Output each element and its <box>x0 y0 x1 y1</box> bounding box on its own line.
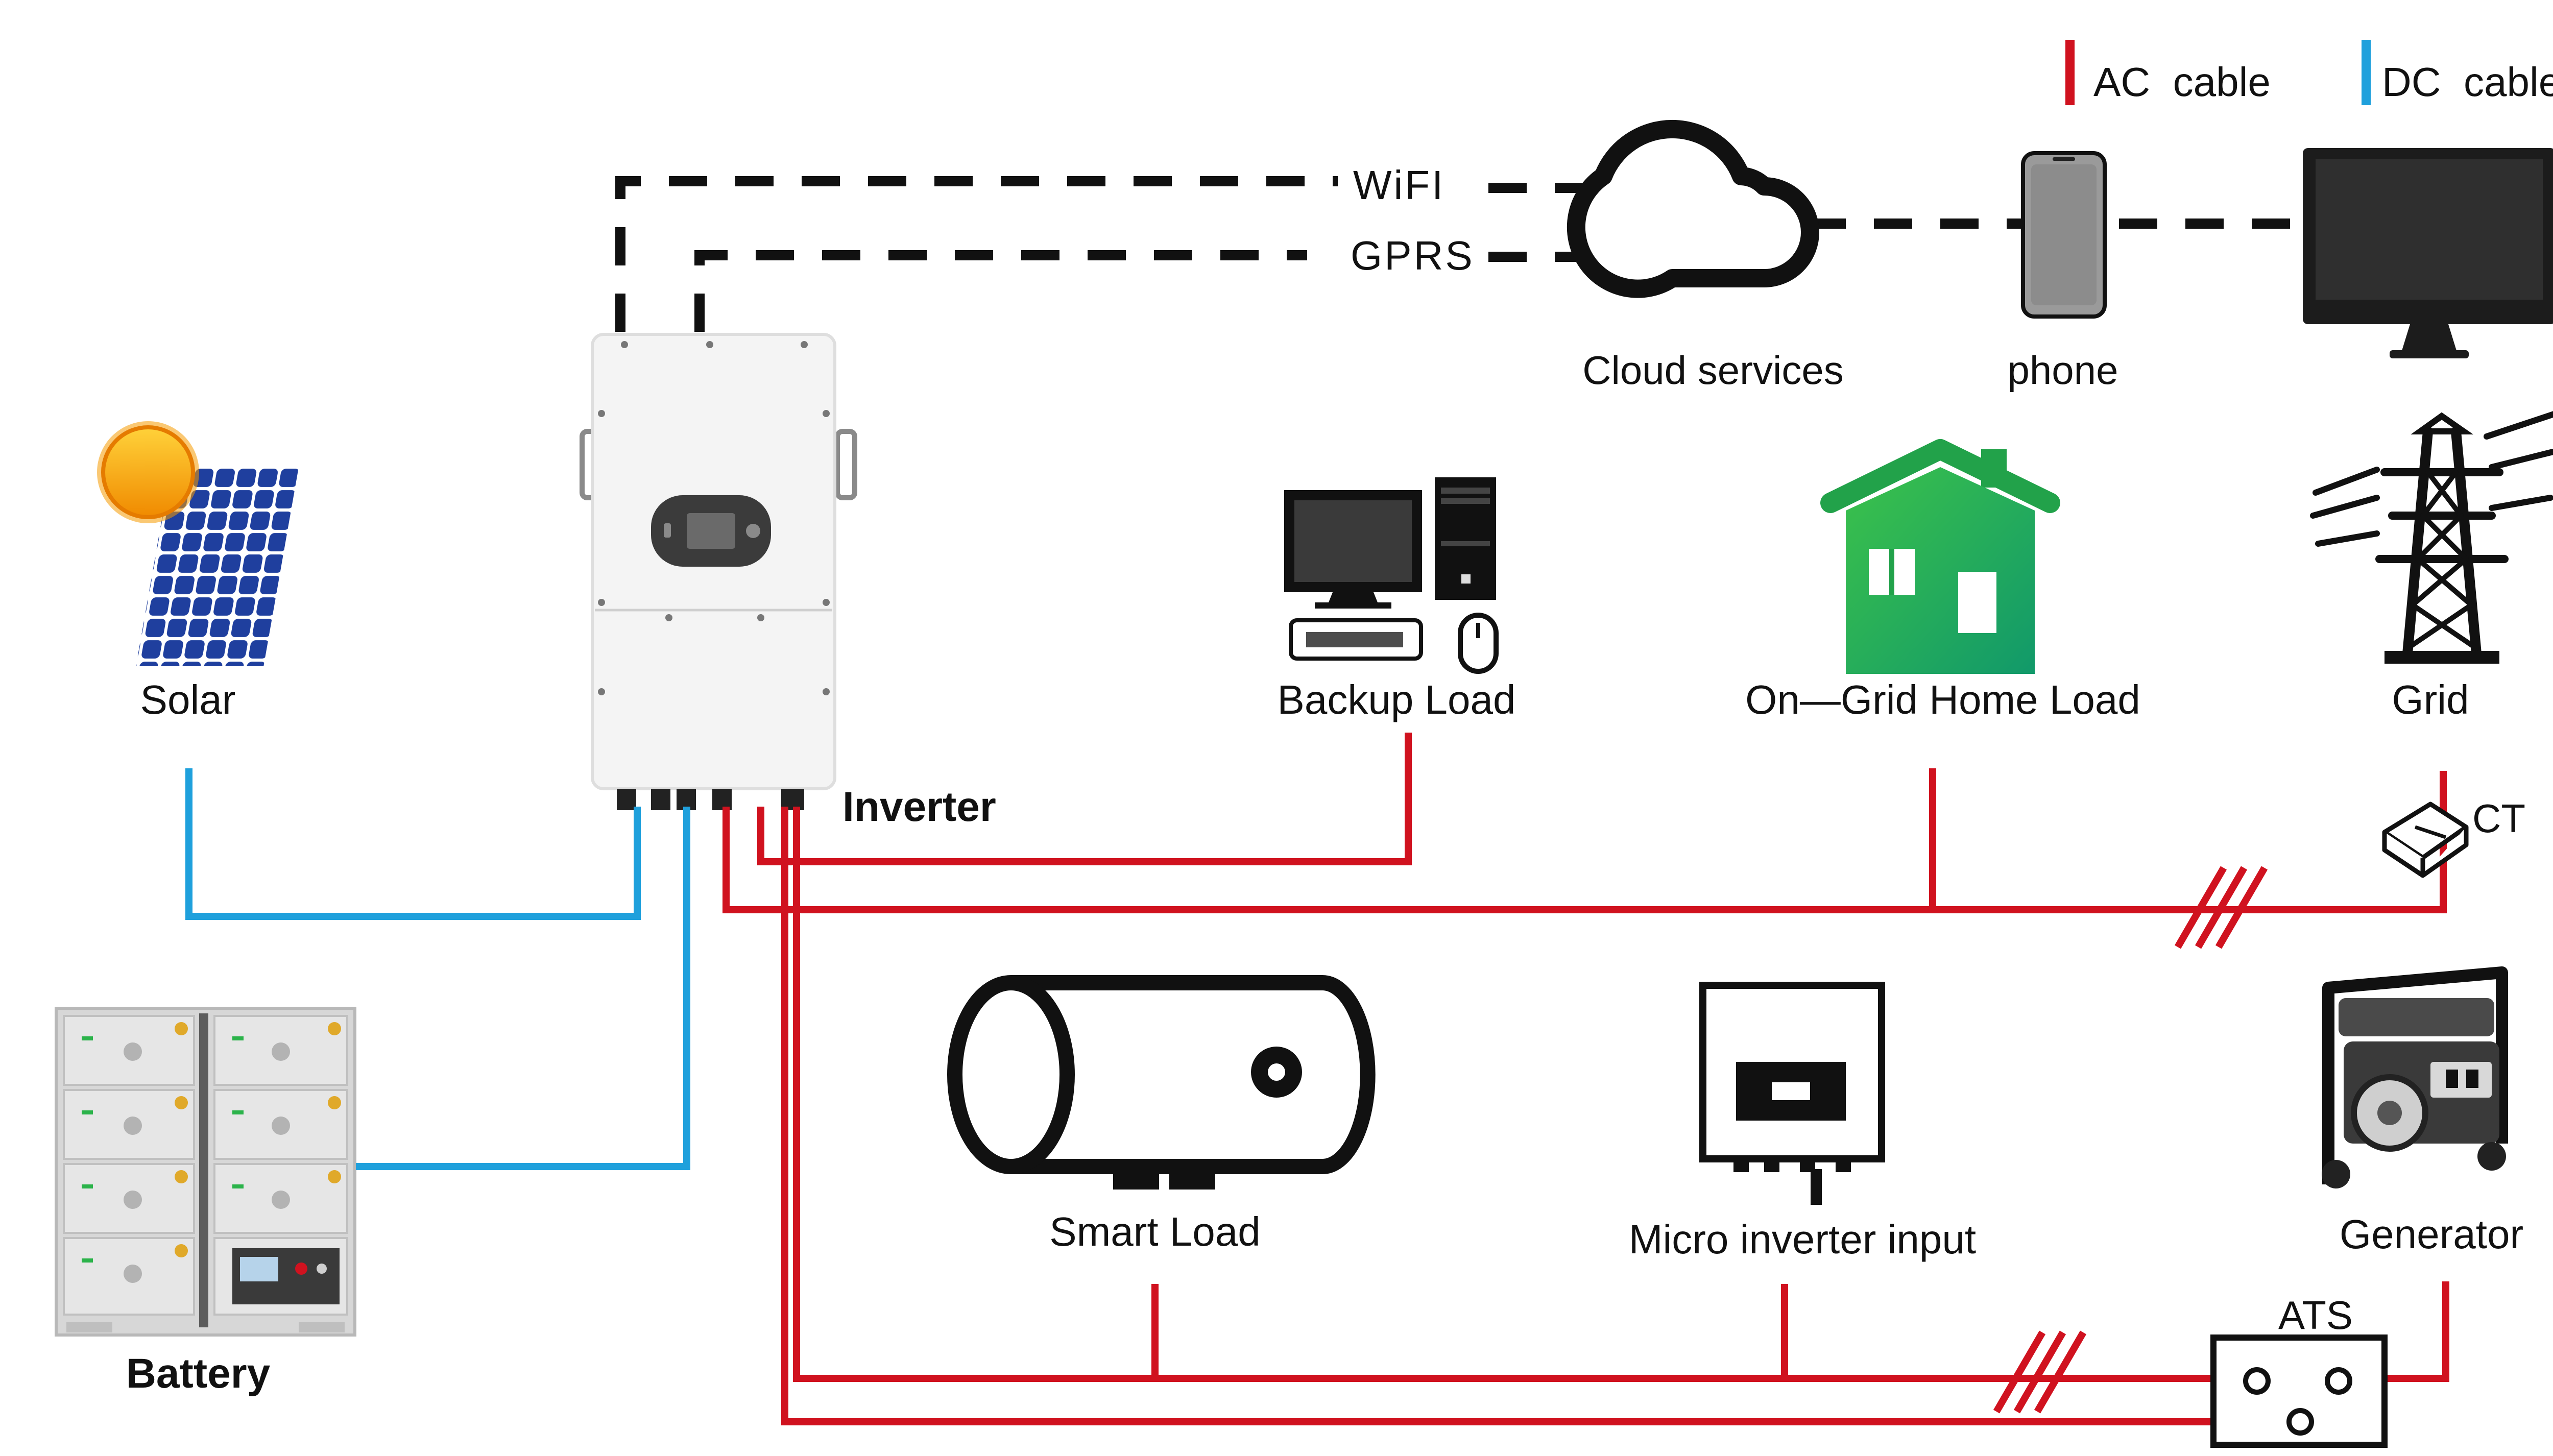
backup-return-ac-cable <box>781 807 2290 1425</box>
communication-links <box>615 176 2293 332</box>
smart-load-bus-ac-cable <box>793 807 2249 1382</box>
home-load-label: On—Grid Home Load <box>1745 677 2140 722</box>
ac-cable-swatch <box>2065 40 2075 105</box>
generator-label: Generator <box>2340 1211 2523 1257</box>
smart-load-label: Smart Load <box>1049 1209 1261 1254</box>
sun-icon <box>97 421 199 523</box>
micro-inverter-icon <box>1699 982 1885 1205</box>
ac-cables <box>722 733 2449 1425</box>
grid-label: Grid <box>2392 677 2469 722</box>
solar-panel-icon <box>97 421 299 666</box>
inverter-label: Inverter <box>842 784 996 830</box>
water-heater-icon <box>947 975 1376 1190</box>
battery-rack-icon <box>55 1007 356 1337</box>
wifi-link <box>615 176 1338 332</box>
ats-label: ATS <box>2278 1293 2353 1338</box>
solar-dc-cable <box>185 768 641 920</box>
transmission-tower-icon <box>2310 411 2553 664</box>
ct-label: CT <box>2472 796 2525 841</box>
wifi-label: WiFI <box>1353 162 1445 208</box>
ac-cable-label: AC cable <box>2093 59 2271 105</box>
solar-label: Solar <box>140 677 236 722</box>
battery-dc-cable <box>356 807 690 1170</box>
desktop-computer-icon <box>1284 477 1499 674</box>
dc-cable-swatch <box>2362 40 2371 105</box>
smartphone-icon <box>2021 151 2107 319</box>
gprs-link <box>694 250 1307 332</box>
inverter-icon <box>580 333 857 810</box>
micro-inverter-label: Micro inverter input <box>1629 1217 1976 1262</box>
battery-label: Battery <box>126 1350 271 1397</box>
monitor-icon <box>2303 148 2553 358</box>
legend: AC cable DC cable <box>2065 40 2553 105</box>
backup-load-ac-cable <box>757 733 1412 865</box>
cloud-icon <box>1567 119 1819 298</box>
transfer-switch-icon <box>2210 1334 2388 1448</box>
dc-cable-label: DC cable <box>2382 59 2553 105</box>
backup-load-label: Backup Load <box>1277 677 1515 722</box>
house-icon <box>1820 439 2060 674</box>
dc-cables <box>185 768 690 1170</box>
gprs-label: GPRS <box>1351 233 1475 278</box>
phone-label: phone <box>2008 348 2118 393</box>
ac-hatch-marks <box>1993 866 2268 1414</box>
generator-icon <box>2322 966 2508 1188</box>
cloud-services-label: Cloud services <box>1582 348 1844 393</box>
current-transformer-icon <box>2382 802 2469 878</box>
